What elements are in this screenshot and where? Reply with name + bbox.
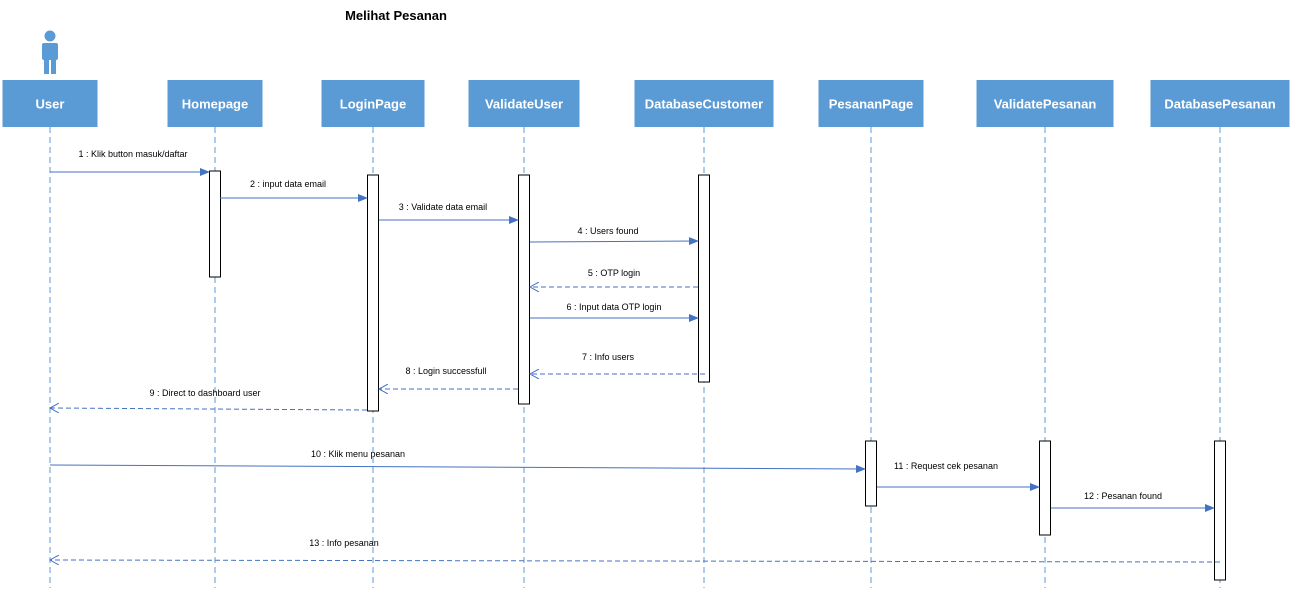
message-label: 12 : Pesanan found [1084,491,1162,501]
lifeline-box [818,80,924,127]
diagram-title: Melihat Pesanan [345,8,447,23]
message-9: 9 : Direct to dashboard user [50,388,368,410]
message-label: 2 : input data email [250,179,326,189]
message-11: 11 : Request cek pesanan [877,461,1040,491]
activation-bar-pesananpage [865,440,877,507]
message-4: 4 : Users found [529,226,699,246]
lifeline-header-validatepesanan: ValidatePesanan [976,80,1114,127]
activation-bar-validateuser [518,174,530,405]
call-arrow [49,464,866,473]
message-label: 13 : Info pesanan [309,538,379,548]
message-8: 8 : Login successfull [379,366,518,389]
lifeline-label: DatabaseCustomer [645,97,764,112]
lifeline-header-validateuser: ValidateUser [468,80,580,127]
message-label: 7 : Info users [582,352,635,362]
lifeline-box [1150,80,1290,127]
message-13: 13 : Info pesanan [50,538,1221,562]
message-7: 7 : Info users [530,352,705,374]
lifeline-header-user: User [2,80,98,127]
lifeline-label: Homepage [182,97,248,112]
message-label: 1 : Klik button masuk/daftar [78,149,187,159]
message-label: 6 : Input data OTP login [567,302,662,312]
message-label: 8 : Login successfull [405,366,486,376]
message-label: 4 : Users found [577,226,638,236]
message-3: 3 : Validate data email [379,202,519,224]
lifeline-header-databasecustomer: DatabaseCustomer [634,80,774,127]
message-6: 6 : Input data OTP login [530,302,699,322]
lifeline-label: ValidateUser [485,97,563,112]
message-label: 11 : Request cek pesanan [894,461,998,471]
activation-bar-homepage [209,170,221,278]
activation-bar-databasepesanan [1214,440,1226,581]
message-label: 9 : Direct to dashboard user [149,388,260,398]
lifeline-header-loginpage: LoginPage [321,80,425,127]
lifeline-label: DatabasePesanan [1164,97,1275,112]
lifeline-box [2,80,98,127]
lifeline-label: User [36,97,65,112]
message-label: 10 : Klik menu pesanan [311,449,405,459]
message-10: 10 : Klik menu pesanan [49,449,866,473]
activation-bar-loginpage [367,174,379,412]
return-arrow [50,560,1221,562]
message-label: 3 : Validate data email [399,202,487,212]
lifeline-header-homepage: Homepage [167,80,263,127]
lifeline-box [167,80,263,127]
lifeline-box [468,80,580,127]
return-arrow [50,408,368,410]
lifeline-header-databasepesanan: DatabasePesanan [1150,80,1290,127]
lifeline-box [976,80,1114,127]
lifeline-box [634,80,774,127]
call-arrow [529,237,699,246]
message-5: 5 : OTP login [530,268,698,287]
message-1: 1 : Klik button masuk/daftar [50,149,210,176]
person-icon [42,30,58,74]
activation-bar-validatepesanan [1039,440,1051,536]
lifeline-box [321,80,425,127]
lifeline-label: ValidatePesanan [994,97,1097,112]
message-label: 5 : OTP login [588,268,640,278]
message-2: 2 : input data email [220,179,368,202]
activation-bar-databasecustomer [698,174,710,383]
message-12: 12 : Pesanan found [1051,491,1215,512]
lifeline-label: LoginPage [340,97,406,112]
lifeline-label: PesananPage [829,97,914,112]
lifeline-header-pesananpage: PesananPage [818,80,924,127]
